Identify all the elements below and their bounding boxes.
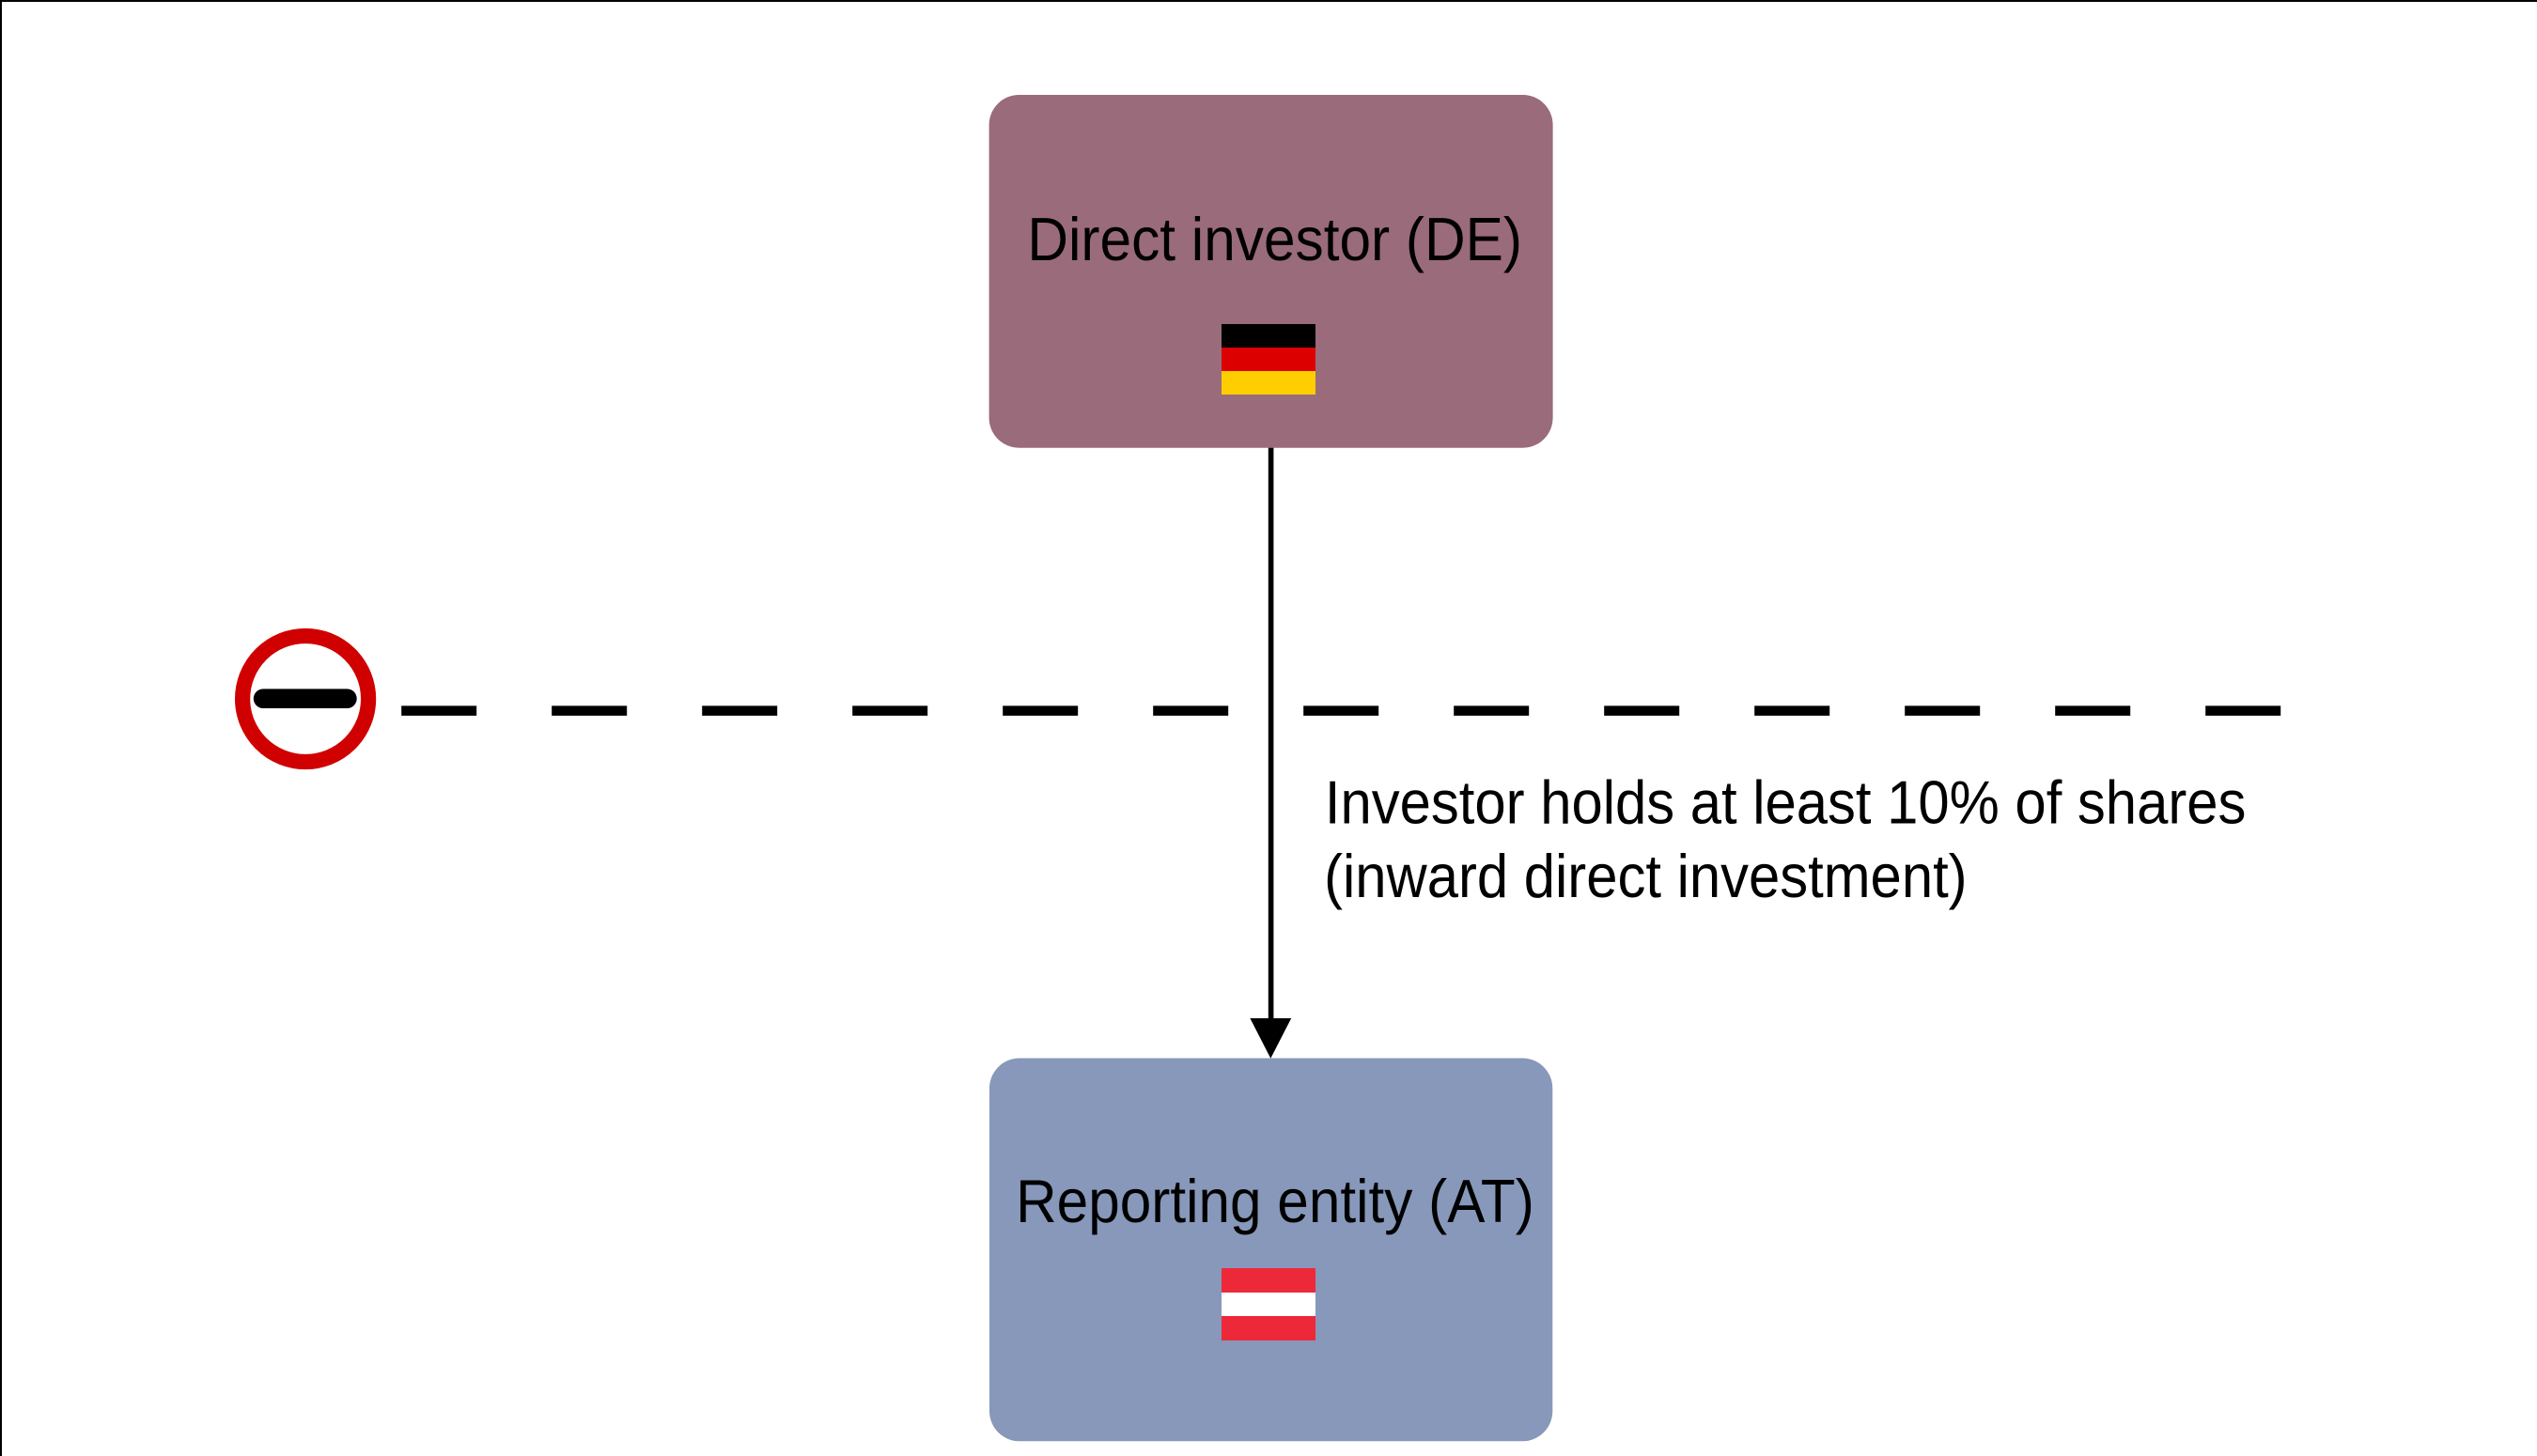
- svg-text:(inward direct investment): (inward direct investment): [1324, 842, 1968, 910]
- svg-text:Investor holds at least 10% of: Investor holds at least 10% of shares: [1325, 768, 2246, 837]
- svg-text:Reporting entity (AT): Reporting entity (AT): [1016, 1167, 1534, 1235]
- svg-text:Direct investor (DE): Direct investor (DE): [1027, 205, 1522, 273]
